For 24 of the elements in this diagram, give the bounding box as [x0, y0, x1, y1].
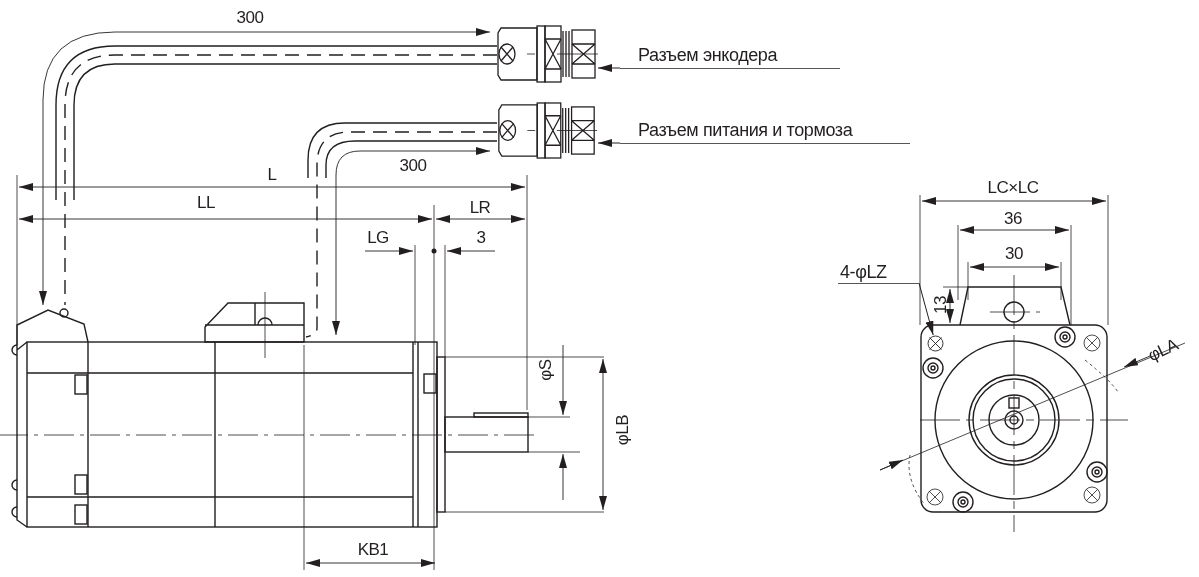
dimension-label: 300	[236, 8, 264, 26]
dimension-label: φS	[536, 359, 554, 381]
dimension-label: L	[267, 165, 277, 183]
dimension-label: LG	[367, 228, 389, 246]
cable-connector-drawing	[497, 102, 598, 159]
cable-connector-drawing	[497, 25, 598, 83]
leader-line	[918, 282, 934, 336]
dimension-label: LC×LC	[987, 178, 1039, 196]
callout-text: Разъем питания и тормоза	[620, 120, 910, 144]
leader-line	[597, 64, 621, 72]
dimension-label: 36	[1004, 209, 1022, 227]
dimension-label: 30	[1005, 244, 1023, 262]
dimension-label: 3	[476, 228, 486, 246]
dimension-label: KB1	[357, 540, 389, 558]
dimension-label: 300	[399, 156, 427, 174]
mounting-hole	[927, 335, 944, 352]
dimension-label: LL	[197, 193, 215, 211]
dimension-label: φLA	[1145, 335, 1181, 365]
callout-text: 4-φLZ	[838, 262, 919, 284]
dimension-label: LR	[469, 198, 491, 216]
callout-text: Разъем энкодера	[620, 45, 840, 69]
dimension-label: 13	[931, 296, 949, 314]
dimension-label: φLB	[613, 414, 631, 446]
leader-line	[597, 139, 621, 147]
